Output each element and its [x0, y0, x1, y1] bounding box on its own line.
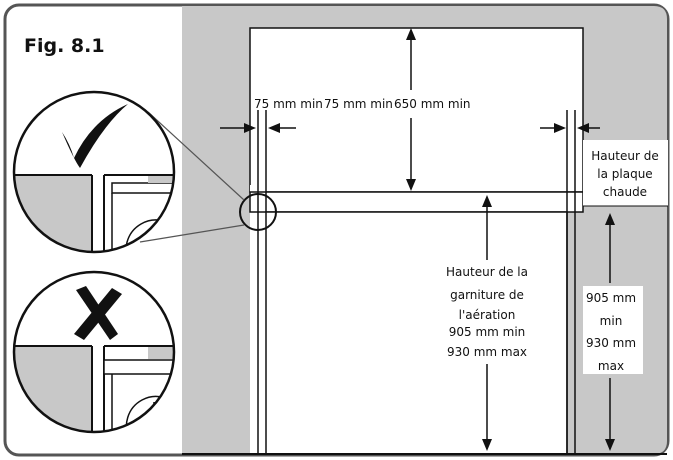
svg-text:la plaque: la plaque: [597, 167, 652, 181]
right-arrow-bottom-head: [605, 439, 615, 451]
worktop-strip: [249, 191, 584, 213]
svg-text:930 mm max: 930 mm max: [447, 345, 527, 359]
svg-text:garniture de: garniture de: [450, 288, 524, 302]
hob-label-panel: [583, 140, 668, 206]
right-label-panel: [583, 286, 643, 374]
above-arrow-up-head: [406, 28, 416, 40]
svg-text:max: max: [598, 359, 624, 373]
hob-height-label: Hauteur de la plaque chaude: [591, 149, 658, 199]
above-label: 650 mm min: [394, 97, 471, 111]
gap-left-label: 75 mm min: [254, 97, 323, 111]
svg-text:min: min: [600, 314, 623, 328]
svg-text:Hauteur de: Hauteur de: [591, 149, 658, 163]
detail-incorrect: [12, 270, 176, 434]
right-arrow-top-head: [605, 213, 615, 225]
vent-arrow-bottom-head: [482, 439, 492, 451]
gap-left-arrow-head: [244, 123, 256, 133]
detail-correct: [12, 90, 176, 254]
svg-text:Hauteur de la: Hauteur de la: [446, 265, 528, 279]
figure-title: Fig. 8.1: [24, 35, 105, 57]
svg-text:930 mm: 930 mm: [586, 336, 636, 350]
upper-cabinet: [249, 27, 584, 193]
gap-right-arrow2-head: [577, 123, 589, 133]
detail-connector-top: [147, 111, 245, 201]
vent-height-label: Hauteur de la garniture de l'aération 90…: [446, 265, 528, 359]
svg-text:l'aération: l'aération: [459, 308, 516, 322]
svg-text:905 mm min: 905 mm min: [449, 325, 526, 339]
detail-connector-bottom: [139, 224, 245, 243]
above-arrow-down-head: [406, 179, 416, 191]
vent-arrow-top-head: [482, 195, 492, 207]
gap-right-label: 75 mm min: [324, 97, 393, 111]
cross-icon: [74, 286, 122, 340]
detail-marker-circle: [239, 193, 277, 231]
lower-cabinet: [265, 211, 568, 455]
gap-right-arrow-head: [554, 123, 566, 133]
checkmark-icon: [62, 104, 128, 168]
svg-text:905 mm: 905 mm: [586, 291, 636, 305]
right-height-label: 905 mm min 930 mm max: [586, 291, 636, 373]
svg-text:chaude: chaude: [603, 185, 647, 199]
gap-left-arrow2-head: [268, 123, 280, 133]
